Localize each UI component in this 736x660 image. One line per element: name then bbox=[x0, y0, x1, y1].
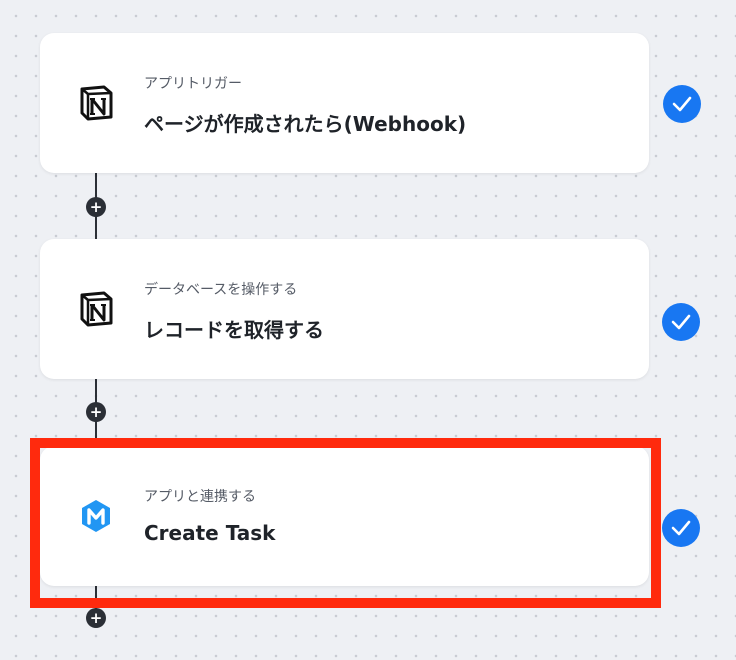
flow-step-card[interactable]: データベースを操作する レコードを取得する bbox=[40, 239, 649, 379]
step-title: レコードを取得する bbox=[144, 318, 324, 342]
step-title: Create Task bbox=[144, 521, 276, 545]
add-step-button[interactable]: + bbox=[86, 402, 106, 422]
notion-icon bbox=[76, 83, 116, 123]
step-completed-check-icon bbox=[662, 303, 700, 341]
step-completed-check-icon bbox=[663, 85, 701, 123]
flow-step-card[interactable]: アプリトリガー ページが作成されたら(Webhook) bbox=[40, 33, 649, 173]
add-step-button[interactable]: + bbox=[86, 197, 106, 217]
step-completed-check-icon bbox=[662, 509, 700, 547]
step-title: ページが作成されたら(Webhook) bbox=[144, 112, 467, 136]
notion-icon bbox=[76, 289, 116, 329]
step-type-label: アプリトリガー bbox=[144, 76, 242, 92]
flow-step-card[interactable]: アプリと連携する Create Task bbox=[40, 446, 649, 586]
step-type-label: データベースを操作する bbox=[144, 282, 298, 298]
meistertask-icon bbox=[76, 496, 116, 536]
step-type-label: アプリと連携する bbox=[144, 489, 256, 505]
add-step-button[interactable]: + bbox=[86, 608, 106, 628]
